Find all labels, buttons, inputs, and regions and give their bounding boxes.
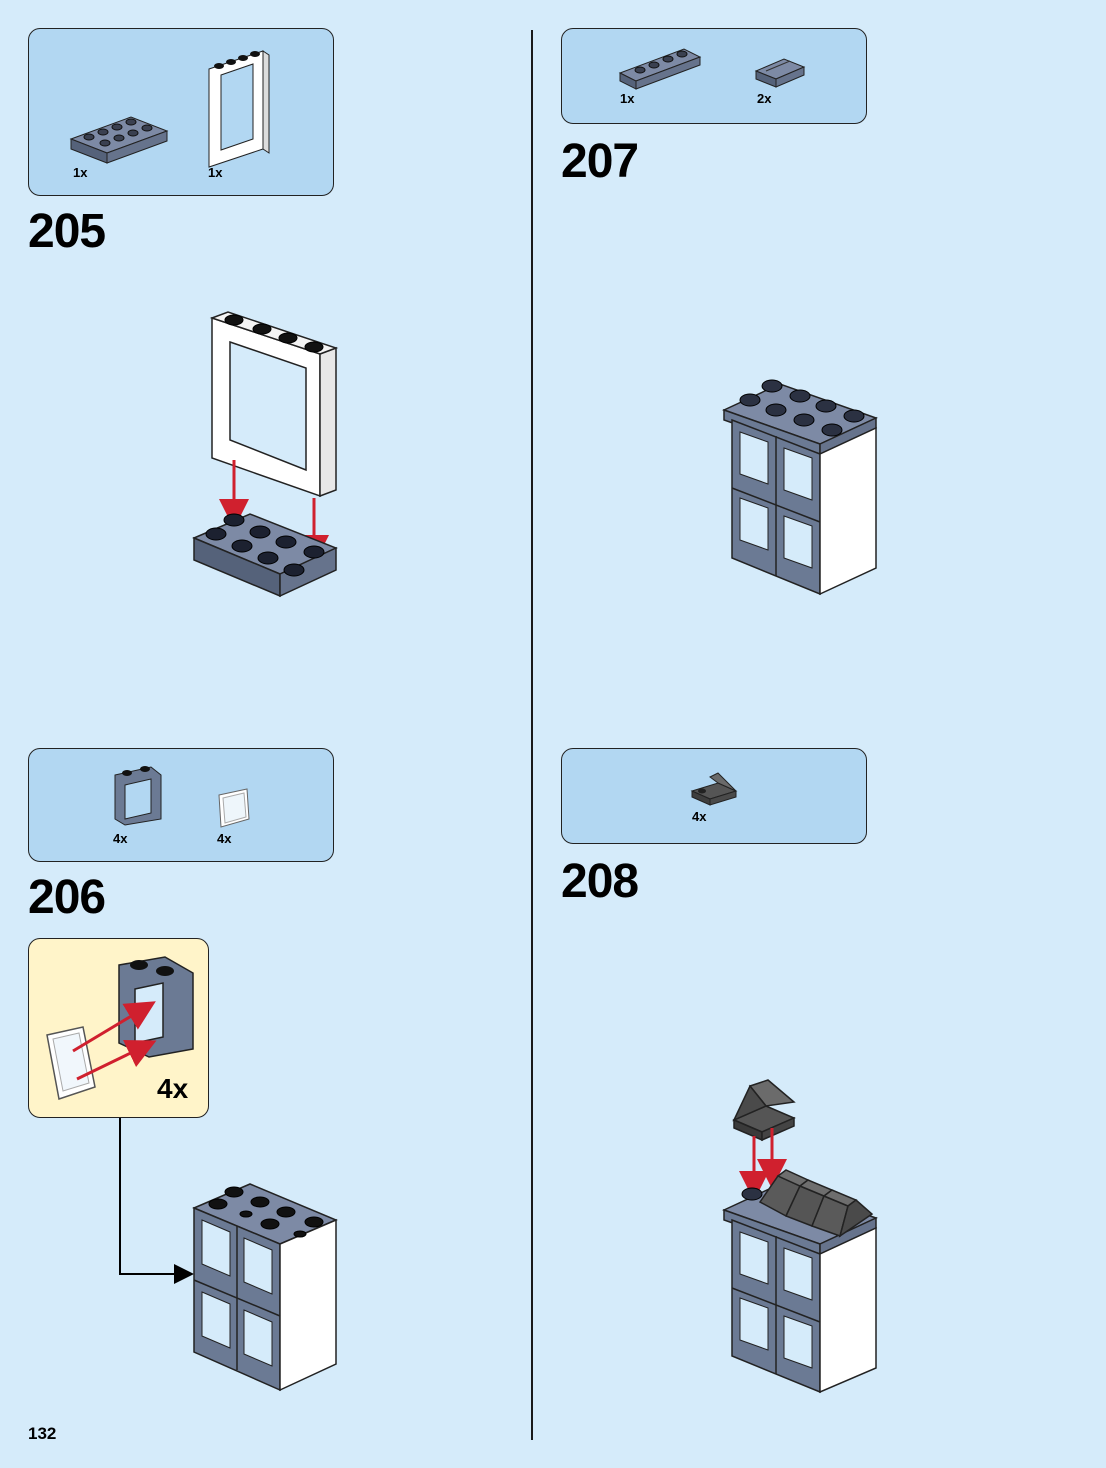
part-qty: 1x bbox=[620, 91, 635, 106]
step-number: 208 bbox=[561, 855, 639, 908]
part-qty: 4x bbox=[692, 809, 707, 824]
slope-brick-icon bbox=[690, 772, 738, 806]
parts-box-206: 4x 4x bbox=[28, 748, 334, 862]
column-divider bbox=[531, 30, 533, 1440]
parts-box-205: 1x 1x bbox=[28, 28, 334, 196]
step-number: 207 bbox=[561, 135, 639, 188]
tile-grille-icon bbox=[754, 58, 806, 88]
subassembly-qty: 4x bbox=[157, 1073, 189, 1104]
subassembly-callout: 4x bbox=[28, 938, 209, 1118]
step-number: 205 bbox=[28, 205, 106, 258]
step-207-illustration bbox=[722, 379, 878, 596]
step-206-illustration bbox=[192, 1183, 338, 1392]
subassembly-illustration bbox=[46, 956, 194, 1100]
part-qty: 4x bbox=[113, 831, 128, 846]
callout-connector-arrow bbox=[119, 1118, 194, 1284]
page-number: 132 bbox=[28, 1424, 57, 1443]
part-qty: 2x bbox=[757, 91, 772, 106]
parts-box-207: 1x 2x bbox=[561, 28, 867, 124]
part-qty: 1x bbox=[73, 165, 88, 180]
plate-1x4-icon bbox=[618, 48, 702, 90]
window-1x2x2-icon bbox=[114, 766, 162, 826]
parts-box-208: 4x bbox=[561, 748, 867, 844]
window-frame-icon bbox=[208, 50, 270, 168]
step-205-illustration bbox=[192, 311, 339, 598]
glass-pane-icon bbox=[218, 788, 250, 828]
step-number: 206 bbox=[28, 871, 106, 924]
part-qty: 4x bbox=[217, 831, 232, 846]
part-qty: 1x bbox=[208, 165, 223, 180]
plate-2x4-icon bbox=[69, 116, 169, 164]
step-208-illustration bbox=[722, 1079, 878, 1394]
